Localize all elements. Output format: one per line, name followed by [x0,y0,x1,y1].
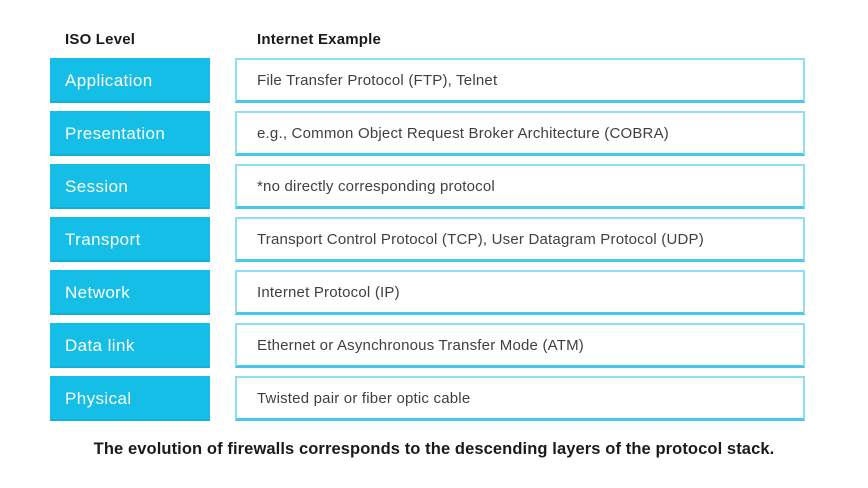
internet-example-box: Transport Control Protocol (TCP), User D… [235,217,805,262]
internet-example-box: Ethernet or Asynchronous Transfer Mode (… [235,323,805,368]
iso-level-box: Network [50,270,210,315]
iso-level-box: Physical [50,376,210,421]
table-row-application: Application File Transfer Protocol (FTP)… [50,58,805,103]
table-header: ISO Level Internet Example [0,31,868,48]
table-row-physical: Physical Twisted pair or fiber optic cab… [50,376,805,421]
iso-level-box: Application [50,58,210,103]
table-row-presentation: Presentation e.g., Common Object Request… [50,111,805,156]
table-row-session: Session *no directly corresponding proto… [50,164,805,209]
iso-level-column-header: ISO Level [65,31,136,48]
figure-caption: The evolution of firewalls corresponds t… [93,440,775,458]
internet-example-box: *no directly corresponding protocol [235,164,805,209]
iso-level-box: Session [50,164,210,209]
protocol-rows: Application File Transfer Protocol (FTP)… [0,58,868,421]
internet-example-box: Internet Protocol (IP) [235,270,805,315]
internet-example-box: File Transfer Protocol (FTP), Telnet [235,58,805,103]
iso-level-box: Transport [50,217,210,262]
table-row-transport: Transport Transport Control Protocol (TC… [50,217,805,262]
table-row-network: Network Internet Protocol (IP) [50,270,805,315]
iso-level-box: Presentation [50,111,210,156]
table-row-data-link: Data link Ethernet or Asynchronous Trans… [50,323,805,368]
internet-example-box: Twisted pair or fiber optic cable [235,376,805,421]
iso-level-box: Data link [50,323,210,368]
internet-example-box: e.g., Common Object Request Broker Archi… [235,111,805,156]
internet-example-column-header: Internet Example [257,31,382,48]
